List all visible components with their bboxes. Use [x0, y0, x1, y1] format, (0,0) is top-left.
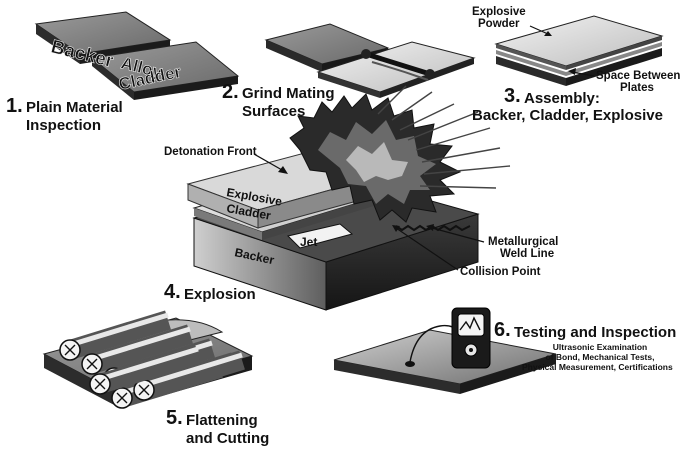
arrow-explosive-powder — [529, 25, 549, 35]
step3-assembled-stack — [494, 15, 664, 86]
ultrasonic-probe — [405, 361, 415, 367]
roller-highlight — [143, 352, 243, 388]
callout-weld-line-line2: Weld Line — [500, 248, 555, 260]
step2-number: 2. — [222, 81, 239, 103]
grinder-tool — [361, 49, 435, 81]
roller-highlight — [69, 312, 169, 348]
callout-detonation-front: Detonation Front — [164, 146, 257, 158]
step1-title-line2: Inspection — [26, 117, 102, 134]
arrow-detonation-front — [253, 153, 283, 171]
callout-weld-line-line1: Metallurgical — [488, 236, 559, 248]
callout-collision-point: Collision Point — [460, 266, 541, 278]
step3-title-line1: Assembly: — [524, 90, 600, 107]
arrow-weld-line — [431, 227, 485, 243]
explosion-plume — [289, 93, 462, 223]
step3-title-line2: Backer, Cladder, Explosive — [472, 107, 663, 124]
step5-number: 5. — [166, 407, 183, 429]
step4-number: 4. — [164, 281, 181, 303]
roller-body — [67, 310, 171, 360]
step5-title-line1: Flattening — [186, 412, 258, 429]
step1-alloy-cladder-plate — [90, 41, 240, 100]
step2-title-line2: Surfaces — [242, 103, 306, 120]
roller-cross-mark — [86, 358, 98, 370]
roller-cross-mark — [64, 344, 76, 356]
step3-number: 3. — [504, 85, 521, 107]
layer-label-jet: Jet — [300, 235, 317, 249]
roller-body — [97, 344, 201, 394]
step6-plate — [333, 329, 557, 394]
arrowhead-detonation-front — [278, 166, 288, 174]
arrow-space-between-plates — [571, 71, 595, 77]
arrow-collision-point — [395, 227, 459, 271]
callout-explosive-powder-line1: Explosive — [472, 6, 526, 18]
roller-cross-mark — [116, 392, 128, 404]
callout-explosive-powder-line2: Powder — [478, 18, 520, 30]
step5-title-line2: and Cutting — [186, 430, 270, 447]
step6-title: Testing and Inspection — [514, 324, 677, 341]
callout-space-between-line2: Plates — [620, 82, 654, 94]
roller-highlight — [91, 326, 191, 362]
arrowhead-explosive-powder — [544, 31, 552, 36]
roller-cross-mark — [138, 384, 150, 396]
step6-number: 6. — [494, 319, 511, 341]
arrowhead-collision-point — [392, 225, 400, 232]
ultrasonic-tester-device — [451, 307, 491, 369]
arrowhead-weld-line — [426, 224, 434, 231]
arrowhead-space-between-plates — [568, 68, 576, 75]
step6-detail-line1: Ultrasonic Examination — [552, 342, 648, 352]
callout-space-between-line1: Space Between — [596, 70, 681, 82]
roller-body — [89, 324, 193, 374]
step6-detail-line2: of Bond, Mechanical Tests, — [545, 352, 655, 362]
jet-label-tag — [287, 223, 354, 249]
explosion-streaks — [377, 85, 511, 189]
step4-title: Explosion — [184, 286, 256, 303]
step1-title-line1: Plain Material — [26, 99, 123, 116]
step6-detail-line3: Physical Measurement, Certifications — [522, 362, 673, 372]
step1-number: 1. — [6, 95, 23, 117]
flattening-rollers — [59, 310, 245, 409]
roller-cross-mark — [94, 378, 106, 390]
roller-highlight — [99, 346, 199, 382]
roller-body — [141, 350, 245, 400]
step2-title-line1: Grind Mating — [242, 85, 335, 102]
